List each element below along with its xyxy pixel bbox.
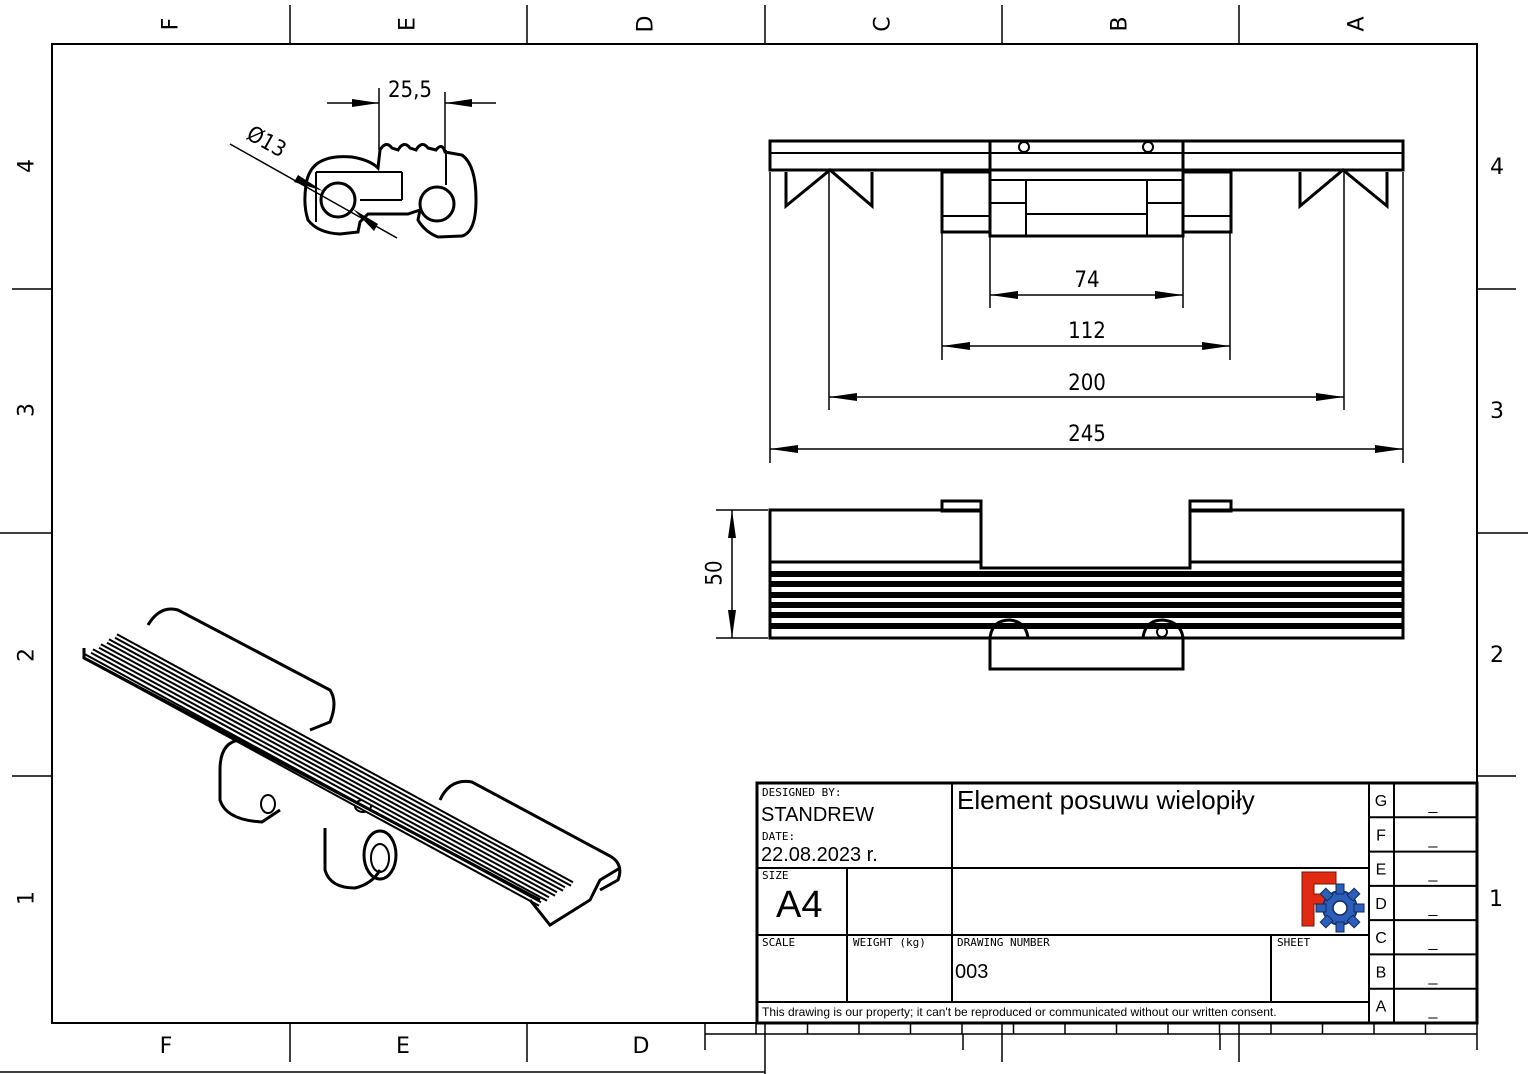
rail-stripe — [770, 612, 1403, 618]
zone-col-label: E — [396, 17, 421, 31]
zone-labels-top: F E D C B A — [159, 16, 1370, 33]
revision-value: _ — [1428, 866, 1439, 883]
revision-letter: B — [1376, 964, 1387, 981]
rail-stripe — [770, 581, 1403, 587]
zone-col-label: C — [871, 16, 896, 31]
revision-letter: D — [1375, 896, 1387, 913]
zone-labels-left: 4 3 2 1 — [15, 159, 40, 905]
revision-letter: A — [1376, 999, 1387, 1016]
dim-tooth-spacing: 200 — [1068, 371, 1106, 396]
zone-col-label: E — [396, 1034, 410, 1059]
scale-label: SCALE — [762, 936, 795, 949]
dim-support-spacing: 112 — [1068, 319, 1106, 344]
zone-row-label: 1 — [15, 891, 40, 905]
zone-col-label: F — [160, 1034, 173, 1059]
zone-col-label: F — [159, 18, 184, 31]
designed-by-value: STANDREW — [761, 804, 874, 826]
date-value: 22.08.2023 r. — [761, 844, 878, 866]
top-view: 50 — [703, 499, 1405, 671]
dim-height: 50 — [703, 560, 728, 585]
designed-by-label: DESIGNED BY: — [762, 786, 841, 799]
revision-value: _ — [1428, 968, 1439, 985]
title-block: DESIGNED BY: STANDREW DATE: 22.08.2023 r… — [755, 781, 1479, 1025]
size-value: A4 — [776, 884, 822, 926]
weight-label: WEIGHT (kg) — [853, 936, 926, 949]
dim-hole-diameter: Ø13 — [242, 122, 290, 164]
zone-col-label: D — [633, 1034, 650, 1059]
revision-letter: E — [1376, 862, 1387, 879]
sheet-frame — [0, 5, 1528, 1074]
drawing-title: Element posuwu wielopiły — [957, 785, 1255, 815]
dim-inner-spacing: 74 — [1074, 268, 1099, 293]
drawing-number-value: 003 — [955, 961, 988, 983]
revision-value: _ — [1428, 797, 1439, 814]
dim-overall-length: 245 — [1068, 422, 1106, 447]
rail-stripe — [770, 623, 1403, 629]
rail-stripe — [770, 571, 1403, 577]
zone-col-label: A — [1345, 16, 1370, 31]
revision-letter: F — [1376, 827, 1386, 844]
revision-value: _ — [1428, 934, 1439, 951]
revision-letter: C — [1375, 930, 1387, 947]
rail-stripe — [770, 592, 1403, 598]
sheet-label: SHEET — [1277, 936, 1310, 949]
front-view: 74 112 200 245 — [768, 139, 1405, 463]
freecad-logo — [1301, 871, 1365, 933]
property-notice: This drawing is our property; it can't b… — [762, 1005, 1277, 1019]
zone-row-label: 3 — [15, 403, 40, 417]
revision-value: _ — [1428, 831, 1439, 848]
zone-row-label: 4 — [1490, 155, 1504, 180]
drawing-number-label: DRAWING NUMBER — [957, 936, 1050, 949]
date-label: DATE: — [762, 830, 795, 843]
dim-slot-width: 25,5 — [388, 78, 432, 103]
isometric-view — [82, 607, 622, 927]
zone-row-label: 2 — [1490, 643, 1504, 668]
side-view: 25,5 Ø13 — [229, 78, 496, 239]
zone-col-label: B — [1108, 16, 1133, 31]
revision-value: _ — [1428, 1003, 1439, 1020]
zone-col-label: D — [634, 16, 659, 33]
zone-row-label: 2 — [15, 648, 40, 662]
revision-letter: G — [1375, 793, 1387, 810]
zone-labels-right: 4 3 2 1 — [1489, 155, 1504, 912]
rail-stripe — [770, 602, 1403, 608]
zone-row-label: 3 — [1490, 399, 1504, 424]
size-label: SIZE — [762, 869, 789, 882]
zone-row-label: 4 — [15, 159, 40, 173]
revision-value: _ — [1428, 900, 1439, 917]
zone-labels-bottom: F E D — [160, 1034, 650, 1059]
zone-row-label: 1 — [1489, 887, 1503, 912]
